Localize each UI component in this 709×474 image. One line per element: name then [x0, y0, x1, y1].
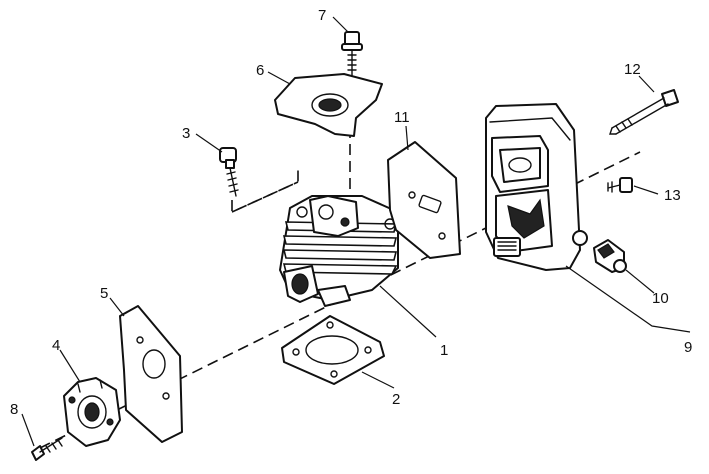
muffler-gasket	[387, 141, 461, 259]
screw-small	[607, 177, 633, 193]
callout-2: 2	[392, 391, 400, 408]
callout-11: 11	[394, 109, 410, 126]
callout-10: 10	[652, 290, 669, 307]
heat-shield-plate	[274, 73, 383, 137]
callout-5: 5	[100, 285, 108, 302]
spark-arrester	[593, 239, 627, 273]
base-gasket	[281, 315, 385, 385]
callout-12: 12	[624, 61, 641, 78]
screw-long	[31, 437, 63, 461]
intake-gasket	[119, 305, 183, 443]
bolt-long	[609, 89, 679, 135]
muffler	[485, 103, 588, 271]
intake-insulator	[63, 377, 121, 447]
callout-8: 7	[318, 7, 326, 24]
callout-3: 3	[182, 125, 190, 142]
callout-labels: 7 6 3 11 12 13 10 9 1 2 5 4 8	[10, 7, 692, 418]
callout-7: 6	[256, 62, 264, 79]
leader-lines	[21, 16, 691, 447]
bolt-side	[219, 147, 239, 197]
callout-1: 1	[440, 342, 448, 359]
callout-4: 4	[52, 337, 60, 354]
cylinder	[279, 195, 399, 307]
callout-9: 9	[684, 339, 692, 356]
callout-13: 13	[664, 187, 681, 204]
callout-6: 8	[10, 401, 18, 418]
bolt-top	[341, 31, 363, 77]
